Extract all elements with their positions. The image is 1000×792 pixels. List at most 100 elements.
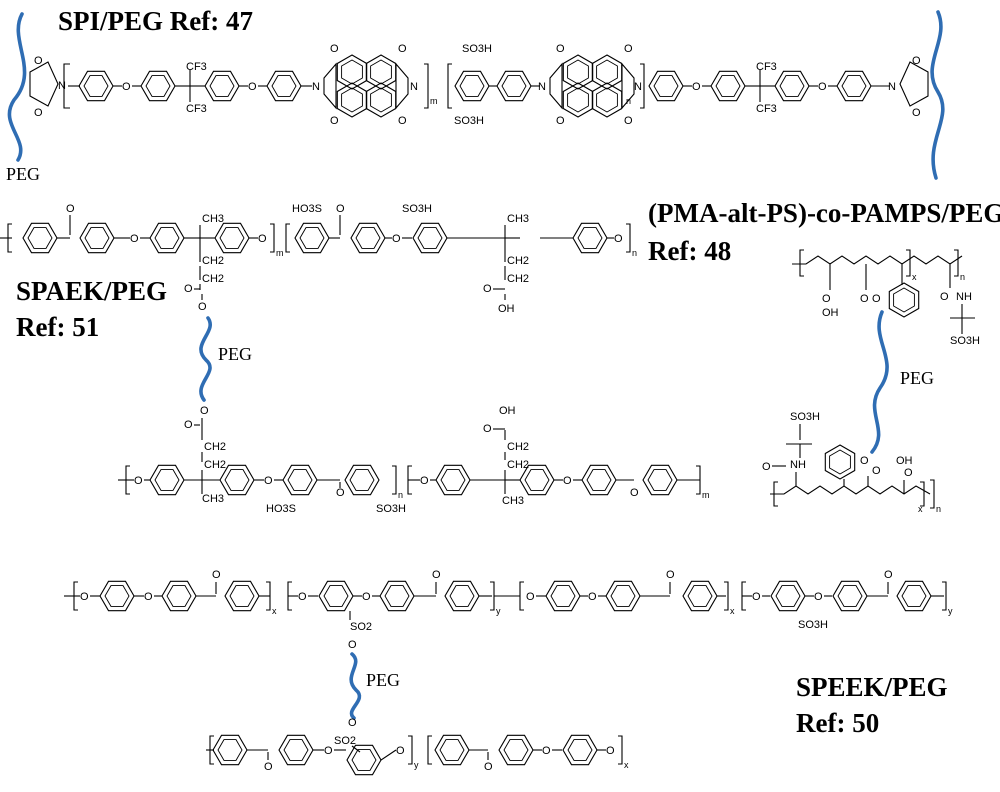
svg-text:SO3H: SO3H: [462, 43, 492, 55]
svg-text:O: O: [66, 203, 75, 215]
maleimide-left: [29, 61, 59, 107]
svg-text:m: m: [430, 96, 438, 106]
svg-text:O: O: [336, 487, 345, 499]
svg-text:N: N: [888, 81, 896, 93]
benzene-ring: [412, 222, 448, 254]
benzene-ring: [888, 282, 920, 318]
svg-text:O: O: [34, 55, 43, 67]
svg-text:O: O: [872, 293, 881, 305]
svg-text:O: O: [822, 293, 831, 305]
svg-text:O: O: [330, 43, 339, 55]
svg-text:x: x: [730, 606, 735, 616]
benzene-ring: [562, 734, 598, 766]
benzene-ring: [774, 70, 810, 102]
svg-text:O: O: [392, 233, 401, 245]
benzene-ring: [149, 222, 185, 254]
svg-text:O: O: [752, 591, 761, 603]
benzene-ring: [581, 464, 617, 496]
svg-text:n: n: [626, 96, 631, 106]
benzene-ring: [545, 580, 581, 612]
svg-text:x: x: [624, 760, 629, 770]
svg-text:HO3S: HO3S: [292, 203, 322, 215]
svg-text:O: O: [483, 423, 492, 435]
svg-text:O: O: [324, 745, 333, 757]
svg-text:O: O: [144, 591, 153, 603]
svg-text:x: x: [918, 504, 923, 514]
svg-text:O: O: [264, 761, 273, 773]
svg-text:CH2: CH2: [507, 459, 529, 471]
benzene-ring: [572, 222, 608, 254]
benzene-ring: [282, 464, 318, 496]
svg-text:O: O: [872, 465, 881, 477]
spaek-title-line2: Ref: 51: [16, 312, 99, 342]
speek-peg-label: PEG: [366, 670, 400, 690]
svg-text:N: N: [538, 81, 546, 93]
benzene-ring: [224, 580, 260, 612]
svg-text:x: x: [272, 606, 277, 616]
svg-text:O: O: [614, 233, 623, 245]
benzene-ring: [379, 580, 415, 612]
svg-text:CH2: CH2: [202, 273, 224, 285]
benzene-ring: [444, 580, 480, 612]
benzene-ring: [294, 222, 330, 254]
svg-text:O: O: [298, 591, 307, 603]
benzene-ring: [344, 464, 380, 496]
svg-text:O: O: [432, 569, 441, 581]
svg-text:O: O: [563, 475, 572, 487]
svg-text:O: O: [606, 745, 615, 757]
speek-title-line2: Ref: 50: [796, 708, 879, 738]
benzene-ring: [22, 222, 58, 254]
svg-text:O: O: [420, 475, 429, 487]
svg-text:O: O: [330, 115, 339, 127]
svg-text:CF3: CF3: [186, 61, 207, 73]
svg-text:O: O: [258, 233, 267, 245]
benzene-ring: [350, 222, 386, 254]
benzene-ring: [78, 70, 114, 102]
svg-text:O: O: [904, 467, 913, 479]
svg-text:x: x: [912, 272, 917, 282]
maleimide-right: [899, 61, 929, 107]
svg-text:CH2: CH2: [202, 255, 224, 267]
svg-text:O: O: [884, 569, 893, 581]
svg-text:NH: NH: [790, 459, 806, 471]
benzene-ring: [212, 734, 248, 766]
svg-text:O: O: [818, 81, 827, 93]
spaek-peg-label: PEG: [218, 344, 252, 364]
pma-title-line2: Ref: 48: [648, 236, 731, 266]
svg-text:CH2: CH2: [507, 441, 529, 453]
svg-text:O: O: [248, 81, 257, 93]
benzene-ring: [496, 70, 532, 102]
benzene-ring: [161, 580, 197, 612]
svg-text:O: O: [630, 487, 639, 499]
svg-text:O: O: [200, 405, 209, 417]
svg-text:O: O: [666, 569, 675, 581]
benzene-ring: [214, 222, 250, 254]
svg-text:O: O: [692, 81, 701, 93]
svg-text:O: O: [212, 569, 221, 581]
svg-text:O: O: [588, 591, 597, 603]
svg-text:O: O: [556, 115, 565, 127]
svg-text:CF3: CF3: [756, 61, 777, 73]
benzene-ring: [605, 580, 641, 612]
svg-text:CH3: CH3: [202, 213, 224, 225]
pma-peg-chain: [870, 310, 889, 454]
svg-text:O: O: [398, 43, 407, 55]
spaek-title-line1: SPAEK/PEG: [16, 276, 167, 306]
benzene-ring: [710, 70, 746, 102]
spi-peg-label: PEG: [6, 164, 40, 184]
svg-text:HO3S: HO3S: [266, 503, 296, 515]
benzene-ring: [682, 580, 718, 612]
svg-text:O: O: [130, 233, 139, 245]
benzene-ring: [824, 444, 856, 480]
benzene-ring: [278, 734, 314, 766]
svg-text:SO3H: SO3H: [402, 203, 432, 215]
svg-text:CF3: CF3: [186, 103, 207, 115]
spaek-peg-panel: SPAEK/PEG Ref: 51 O O CH3 CH2 CH2 O O O …: [0, 203, 710, 515]
svg-text:n: n: [632, 248, 637, 258]
benzene-ring: [204, 70, 240, 102]
benzene-ring: [318, 580, 354, 612]
svg-text:O: O: [484, 761, 493, 773]
svg-text:CH3: CH3: [507, 213, 529, 225]
svg-text:NH: NH: [956, 291, 972, 303]
svg-text:O: O: [264, 475, 273, 487]
